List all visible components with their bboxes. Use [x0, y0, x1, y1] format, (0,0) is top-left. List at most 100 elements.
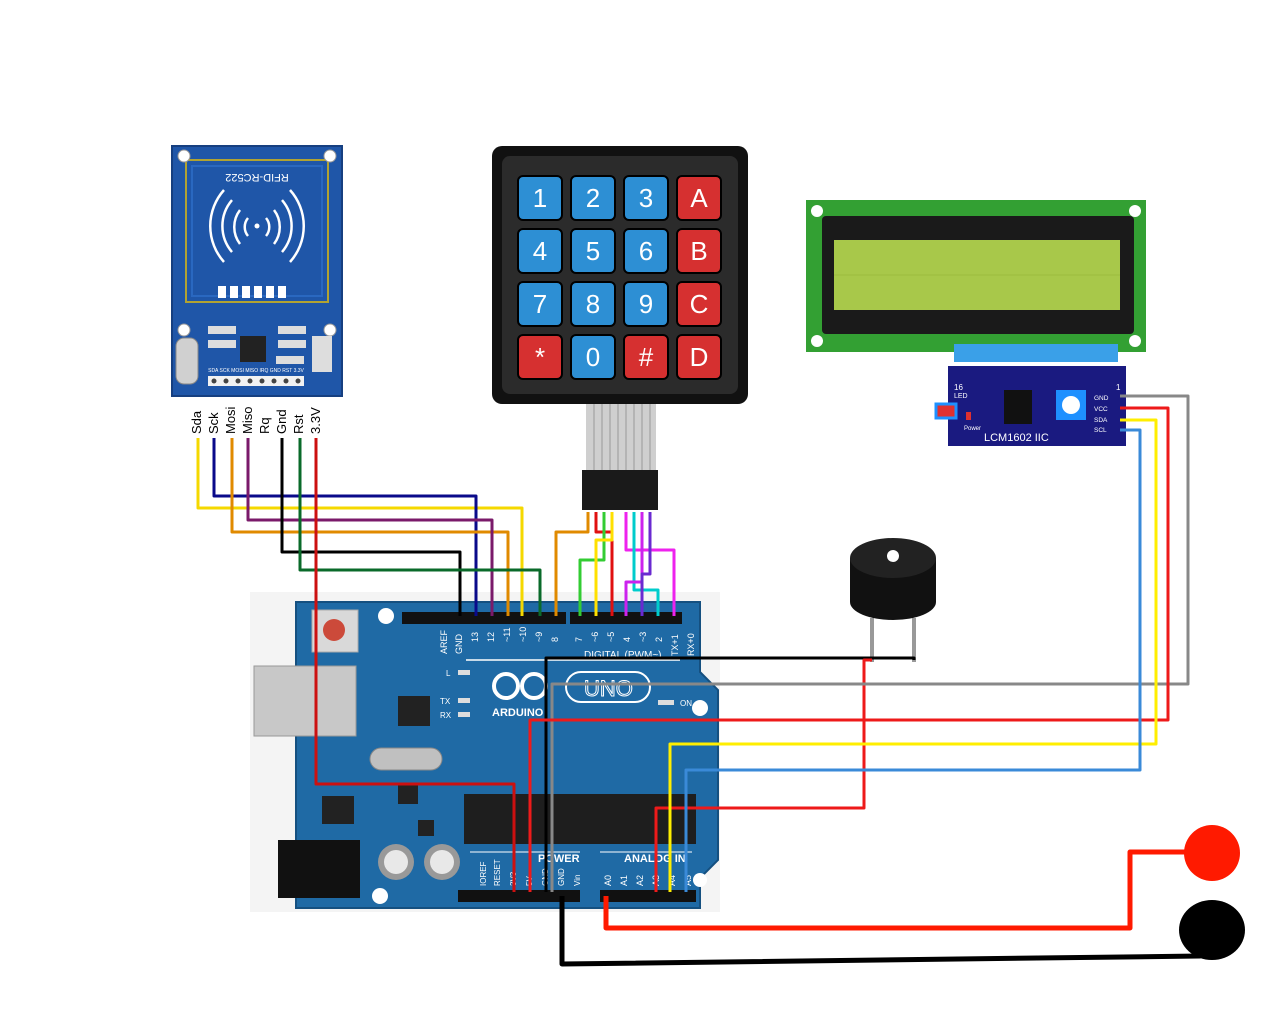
wire-lcd-scl — [684, 428, 1142, 892]
atmega-chip — [464, 794, 696, 844]
keypad-key — [623, 334, 669, 380]
keypad-ribbon — [586, 404, 656, 470]
svg-text:GND: GND — [454, 634, 464, 655]
rfid-hole — [177, 323, 191, 337]
svg-text:RX+0: RX+0 — [686, 633, 696, 656]
svg-text:A4: A4 — [667, 875, 677, 886]
keypad-key-label: 2 — [586, 183, 600, 213]
wire-3v3 — [314, 438, 516, 892]
i2c-module-label: LCM1602 IIC — [984, 432, 1049, 444]
digital-header-left — [402, 612, 566, 624]
i2c-power-label: Power — [964, 426, 981, 432]
svg-text:AREF: AREF — [439, 629, 449, 654]
wire-kp-green — [578, 512, 606, 616]
wire-kp-orange — [554, 512, 590, 616]
analog-header — [600, 890, 696, 902]
rfid-wave-icon — [209, 189, 305, 263]
keypad-key — [623, 228, 669, 274]
keypad-key — [676, 281, 722, 327]
wire-probe-red — [603, 849, 1200, 931]
wire-gnd — [280, 438, 462, 616]
svg-text:~5: ~5 — [606, 632, 616, 642]
black-probe — [1179, 900, 1245, 960]
led-tx-label: TX — [440, 697, 451, 706]
digital-header-right — [570, 612, 682, 624]
svg-text:A0: A0 — [603, 875, 613, 886]
wire-kp-cyan — [632, 512, 660, 616]
wire-mosi — [230, 438, 510, 616]
red-probe — [1184, 825, 1240, 881]
power-header — [458, 890, 580, 902]
wire-rst — [298, 438, 542, 616]
rfid-pin-sck: Sck — [206, 412, 221, 434]
keypad-key-label: 4 — [533, 236, 547, 266]
crystal — [369, 747, 443, 771]
led-rx-label: RX — [440, 711, 452, 720]
keypad-key-label: D — [690, 342, 709, 372]
wire-kp-purple — [624, 512, 644, 616]
keypad-connector — [582, 470, 658, 510]
i2c-pin-gnd: GND — [1094, 395, 1109, 402]
keypad-key — [570, 281, 616, 327]
keypad-key-label: 8 — [586, 289, 600, 319]
rfid-pin-labels: Sda Sck Mosi Miso Rq Gnd Rst 3.3V — [189, 406, 323, 434]
rfid-chip — [240, 336, 266, 362]
keypad-key-label: 0 — [586, 342, 600, 372]
svg-text:13: 13 — [470, 632, 480, 642]
keypad-key — [676, 334, 722, 380]
wire-kp-violet — [640, 512, 652, 616]
keypad-key — [517, 334, 563, 380]
keypad-key — [676, 228, 722, 274]
keypad-key-label: 7 — [533, 289, 547, 319]
rfid-pin-3v3: 3.3V — [308, 407, 323, 434]
wire-lcd-sda — [668, 418, 1158, 892]
wire-lcd-gnd — [550, 394, 1190, 892]
rfid-module: RFID-RC522 SDA SCK MOSI MISO I — [171, 145, 343, 397]
keypad-key-label: C — [690, 289, 709, 319]
power-jack — [278, 840, 360, 898]
keypad-key — [623, 281, 669, 327]
arduino-label: ARDUINO — [492, 707, 544, 719]
wire-sck — [212, 438, 478, 616]
svg-text:GND: GND — [557, 868, 566, 886]
svg-text:Vin: Vin — [573, 875, 582, 886]
i2c-pin16-label: 16 — [954, 383, 963, 392]
keypad-key — [517, 228, 563, 274]
buzzer — [850, 538, 936, 662]
rfid-pin-sda: Sda — [189, 410, 204, 434]
i2c-pin-vcc: VCC — [1094, 406, 1108, 413]
keypad-key — [623, 175, 669, 221]
wire-sda — [196, 438, 524, 616]
on-label: ON — [680, 699, 692, 708]
keypad-key — [517, 281, 563, 327]
svg-text:2: 2 — [654, 637, 664, 642]
rfid-pin-rq: Rq — [257, 417, 272, 434]
rfid-pin-miso: Miso — [240, 407, 255, 434]
keypad-key-label: 6 — [639, 236, 653, 266]
i2c-chip — [1004, 390, 1032, 424]
rfid-hole — [323, 323, 337, 337]
keypad-key-label: 9 — [639, 289, 653, 319]
digital-label: DIGITAL (PWM~) — [584, 650, 662, 661]
rfid-antenna — [185, 159, 329, 303]
rfid-hole — [323, 149, 337, 163]
keypad-key — [676, 175, 722, 221]
svg-text:4: 4 — [622, 637, 632, 642]
usb-port — [253, 665, 357, 737]
rfid-header-labels: SDA SCK MOSI MISO IRQ GND RST 3.3V — [208, 368, 304, 374]
svg-text:A5: A5 — [683, 875, 693, 886]
rfid-title: RFID-RC522 — [225, 171, 289, 183]
svg-text:~6: ~6 — [590, 632, 600, 642]
keypad-key-label: 3 — [639, 183, 653, 213]
i2c-pin-sda: SDA — [1094, 417, 1108, 424]
wire-kp-yellow — [594, 512, 614, 616]
rfid-pin-mosi: Mosi — [223, 406, 238, 434]
wire-lcd-vcc — [528, 406, 1170, 892]
i2c-led-jumper — [934, 402, 958, 420]
keypad-key-label: # — [639, 342, 654, 372]
wire-buzzer-signal — [654, 658, 872, 892]
svg-text:~10: ~10 — [518, 627, 528, 642]
rfid-pin-gnd: Gnd — [274, 409, 289, 434]
